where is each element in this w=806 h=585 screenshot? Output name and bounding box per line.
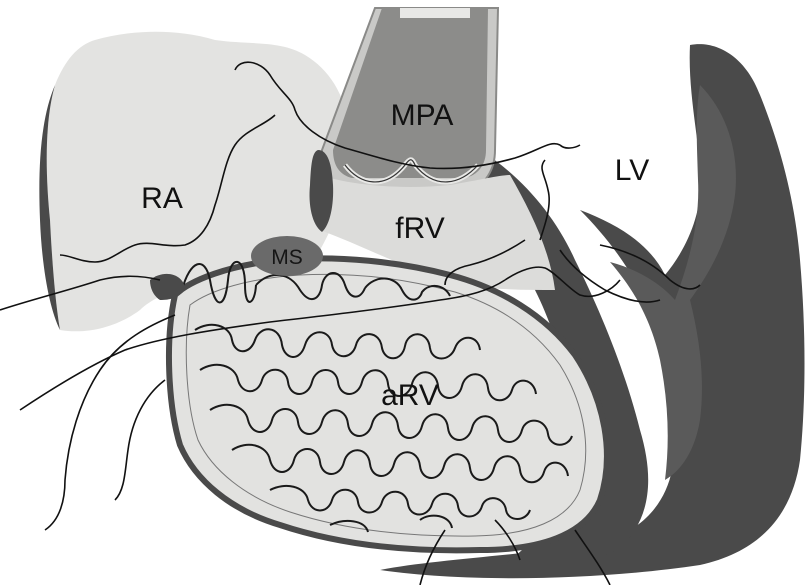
label-lv: LV <box>615 154 649 187</box>
label-ra: RA <box>141 182 183 215</box>
label-ms: MS <box>271 246 303 269</box>
pulmonary-artery-lumen-top <box>400 8 470 18</box>
label-mpa: MPA <box>391 99 454 132</box>
label-frv: fRV <box>395 212 444 245</box>
label-arv: aRV <box>381 379 439 412</box>
pulmonary-artery-inner <box>333 8 488 178</box>
